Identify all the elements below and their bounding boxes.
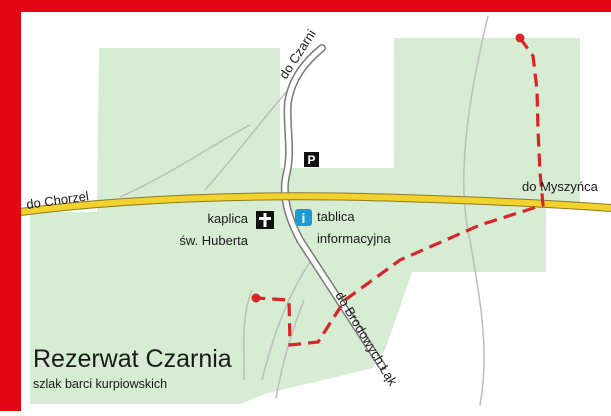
trail-route: [255, 37, 545, 347]
secondary-road: [282, 45, 385, 369]
main-road: [19, 193, 611, 215]
frame-left: [0, 0, 21, 411]
side-path-right: [463, 15, 489, 406]
side-path-lower-2: [275, 299, 305, 399]
road-label-myszyniec: do Myszyńca: [522, 179, 599, 194]
info-icon: i: [295, 209, 312, 226]
chapel-label-line2: św. Huberta: [179, 233, 248, 248]
trail-end-marker: [251, 293, 261, 303]
info-glyph: i: [302, 210, 306, 226]
parking-glyph: P: [307, 153, 315, 167]
side-path-lower-3: [243, 289, 253, 381]
info-label-line2: informacyjna: [317, 231, 391, 246]
side-path-left: [119, 124, 251, 198]
cross-icon: [256, 211, 274, 229]
map-title: Rezerwat Czarnia: [33, 345, 232, 373]
info-label-line1: tablica: [317, 209, 355, 224]
chapel-label-line1: kaplica: [208, 211, 249, 226]
frame-top: [0, 0, 611, 12]
side-path-lower-1: [261, 261, 311, 381]
side-path-upper-left: [204, 89, 289, 191]
parking-icon: P: [304, 152, 319, 167]
trail-start-marker: [515, 33, 525, 43]
map-subtitle: szlak barci kurpiowskich: [33, 377, 167, 391]
